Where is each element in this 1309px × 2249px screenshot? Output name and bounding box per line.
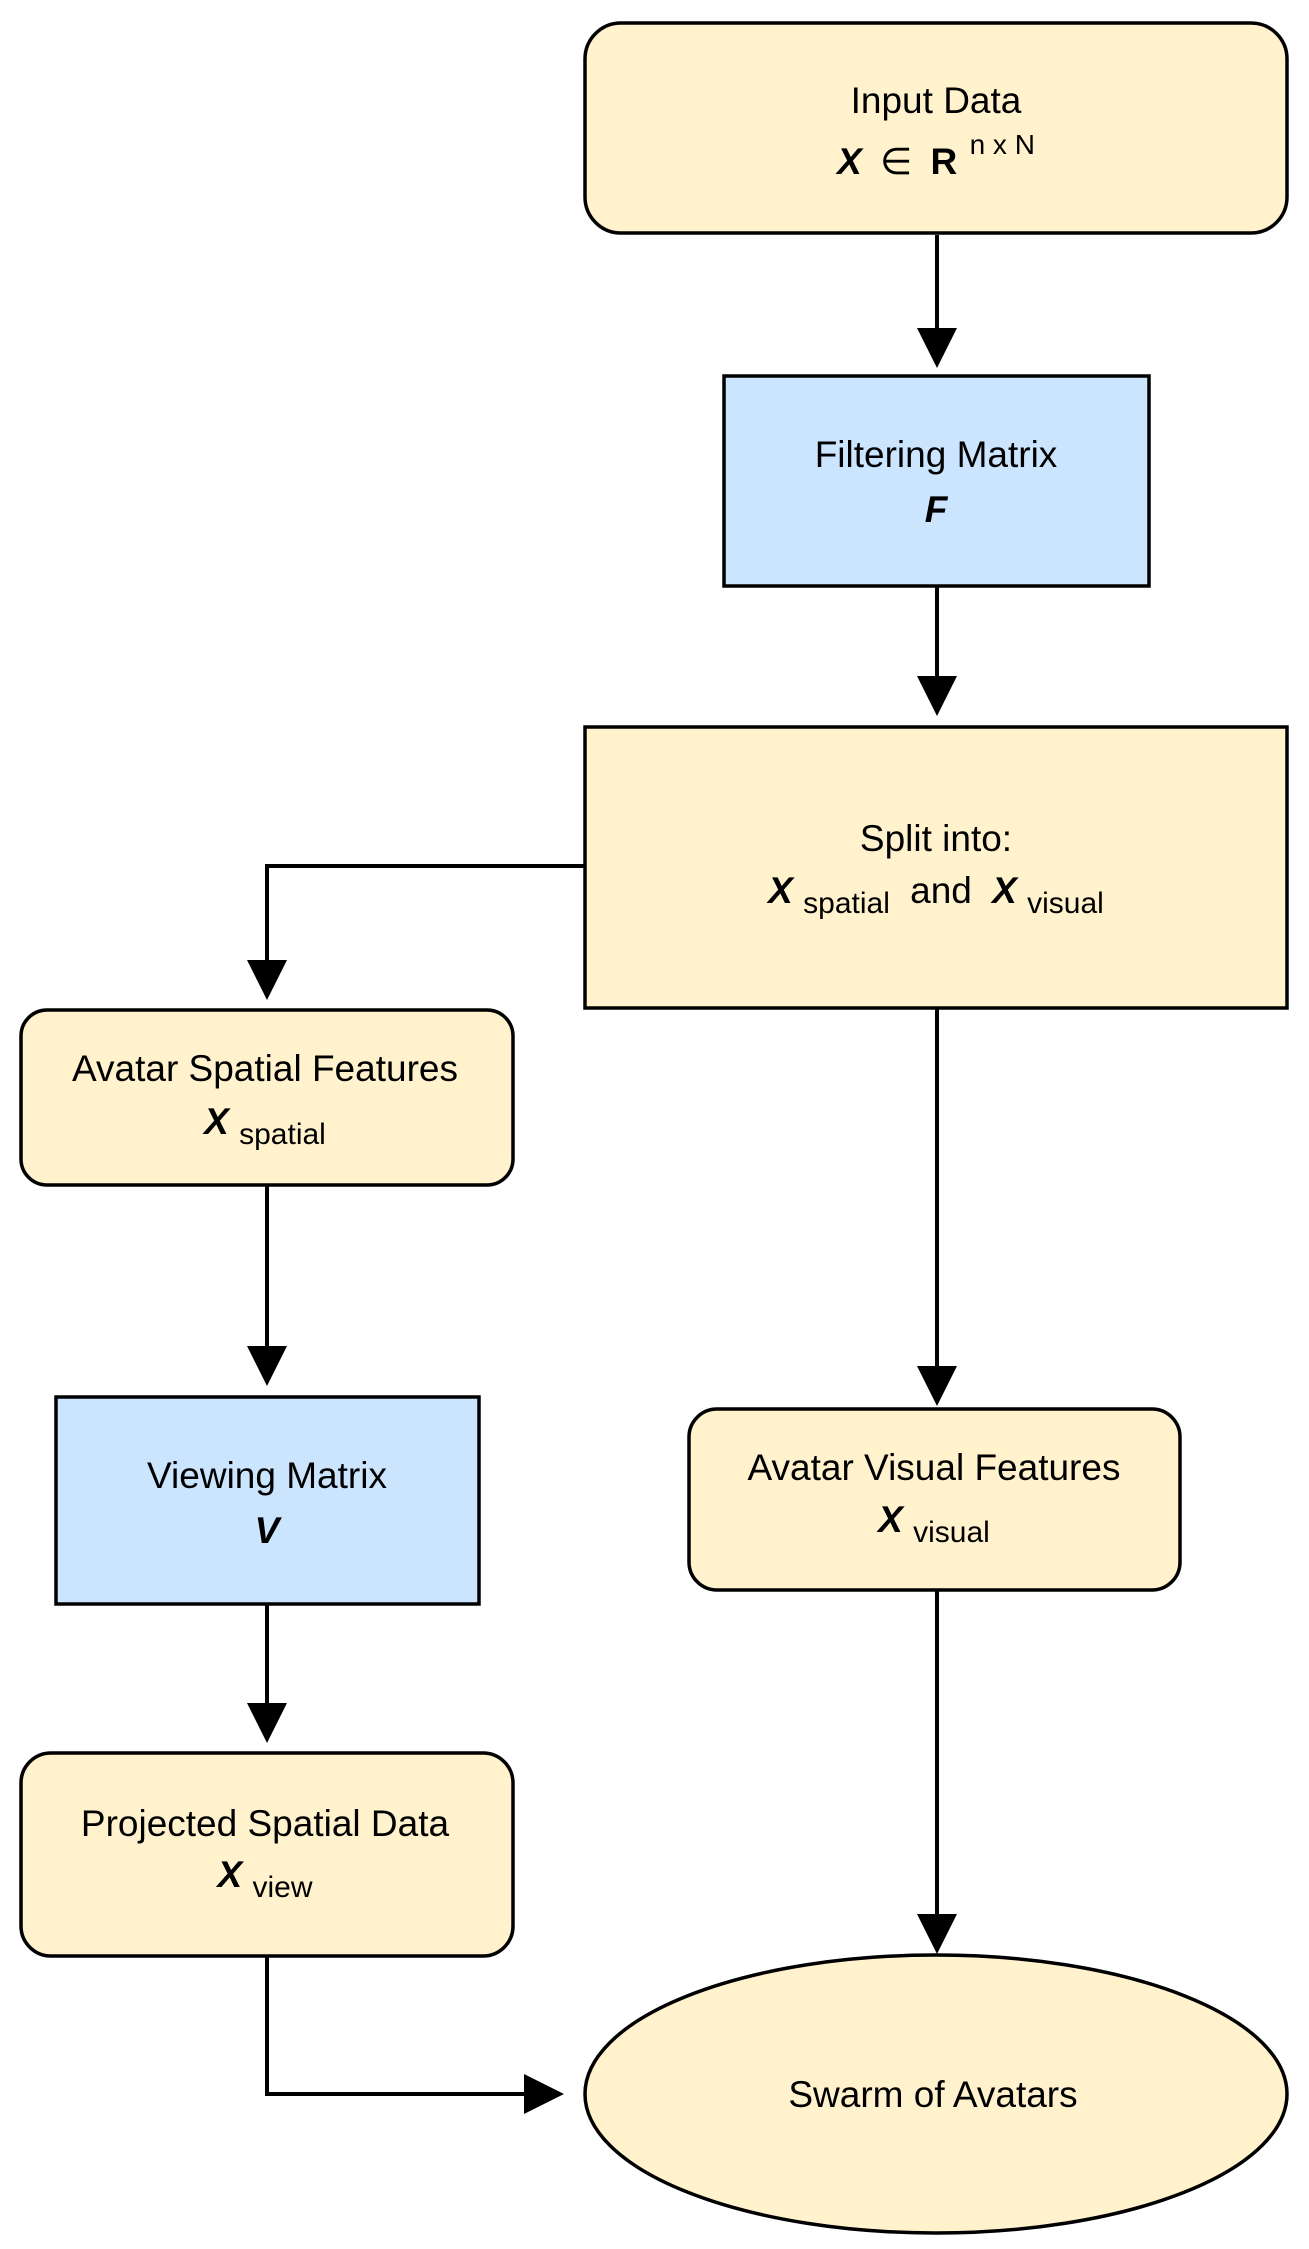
node-visual-features: Avatar Visual Features X visual bbox=[687, 1407, 1182, 1592]
node-projected-spatial: Projected Spatial Data X view bbox=[19, 1751, 515, 1958]
connectors bbox=[247, 235, 957, 2114]
node-filtering-matrix: Filtering Matrix F bbox=[722, 374, 1151, 588]
visual-features-formula: X visual bbox=[876, 1499, 990, 1549]
input-data-elem: ∈ bbox=[880, 141, 912, 182]
projected-spatial-title: Projected Spatial Data bbox=[81, 1803, 450, 1844]
node-projected-spatial-box bbox=[19, 1751, 515, 1958]
visual-features-var: X bbox=[876, 1499, 905, 1540]
input-data-set: R bbox=[931, 141, 958, 182]
node-viewing-matrix: Viewing Matrix V bbox=[54, 1395, 481, 1606]
node-swarm-ellipse bbox=[583, 1953, 1289, 2235]
node-spatial-features-box bbox=[19, 1008, 515, 1187]
split-var2: X bbox=[990, 870, 1019, 911]
node-spatial-features: Avatar Spatial Features X spatial bbox=[19, 1008, 515, 1187]
split-sub2: visual bbox=[1027, 887, 1104, 920]
input-data-dims: n x N bbox=[970, 129, 1035, 160]
viewing-matrix-title: Viewing Matrix bbox=[147, 1455, 387, 1496]
projected-spatial-var: X bbox=[216, 1854, 245, 1895]
input-data-var: X bbox=[835, 141, 864, 182]
node-viewing-matrix-box bbox=[54, 1395, 481, 1606]
split-var1: X bbox=[766, 870, 795, 911]
split-sub1: spatial bbox=[803, 887, 890, 920]
node-visual-features-box bbox=[687, 1407, 1182, 1592]
split-conj: and bbox=[910, 870, 972, 911]
spatial-features-sub: spatial bbox=[239, 1118, 326, 1151]
input-data-title: Input Data bbox=[851, 80, 1022, 121]
node-split: Split into: X spatial and X visual bbox=[583, 725, 1289, 1010]
node-split-box bbox=[583, 725, 1289, 1010]
projected-spatial-sub: view bbox=[252, 1871, 312, 1904]
spatial-features-title: Avatar Spatial Features bbox=[72, 1048, 458, 1089]
node-input-data-box bbox=[583, 21, 1289, 235]
visual-features-sub: visual bbox=[913, 1516, 990, 1549]
swarm-title: Swarm of Avatars bbox=[788, 2074, 1077, 2115]
visual-features-title: Avatar Visual Features bbox=[748, 1447, 1121, 1488]
spatial-features-formula: X spatial bbox=[202, 1101, 326, 1151]
node-input-data: Input Data X ∈ R n x N bbox=[583, 21, 1289, 235]
projected-spatial-formula: X view bbox=[216, 1854, 313, 1904]
split-formula: X spatial and X visual bbox=[766, 870, 1104, 921]
viewing-matrix-var: V bbox=[255, 1510, 283, 1551]
node-filtering-matrix-box bbox=[722, 374, 1151, 588]
node-swarm: Swarm of Avatars bbox=[583, 1953, 1289, 2235]
split-title: Split into: bbox=[860, 818, 1012, 859]
arrow-split-to-spatial bbox=[247, 864, 585, 1000]
filtering-matrix-var: F bbox=[925, 489, 949, 530]
filtering-matrix-title: Filtering Matrix bbox=[815, 434, 1058, 475]
arrow-projected-to-swarm bbox=[265, 1955, 564, 2114]
spatial-features-var: X bbox=[202, 1101, 231, 1142]
input-data-formula: X ∈ R n x N bbox=[835, 129, 1035, 182]
